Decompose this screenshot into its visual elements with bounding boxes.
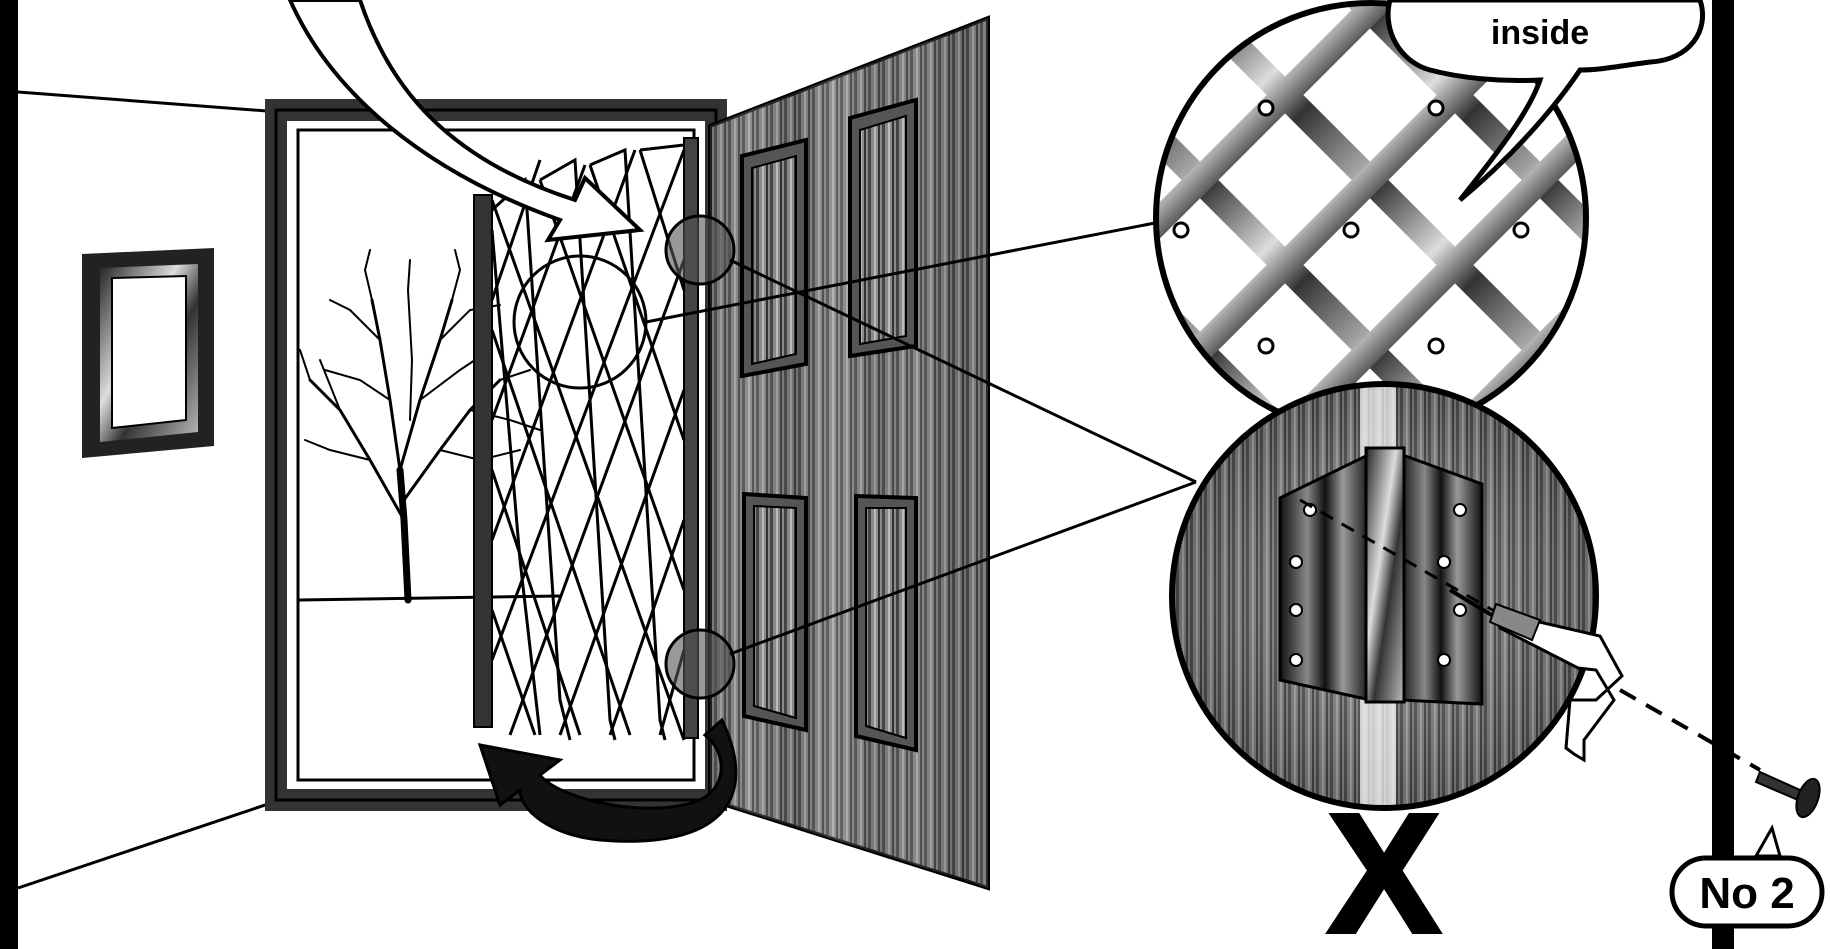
- forbidden-mark: X: [1327, 779, 1440, 949]
- inside-label: inside: [1491, 14, 1589, 52]
- drill-path: [1620, 690, 1760, 770]
- forbidden-x-icon: X: [1327, 779, 1440, 949]
- step-callout: No 2: [1672, 828, 1822, 926]
- screw-icon: [1756, 772, 1824, 820]
- step-label: No 2: [1699, 869, 1794, 918]
- picture-frame: [82, 248, 214, 458]
- tree: [300, 250, 560, 600]
- hinge-closeup: [1170, 380, 1600, 824]
- wooden-door: [710, 18, 988, 888]
- room-scene: [18, 92, 280, 888]
